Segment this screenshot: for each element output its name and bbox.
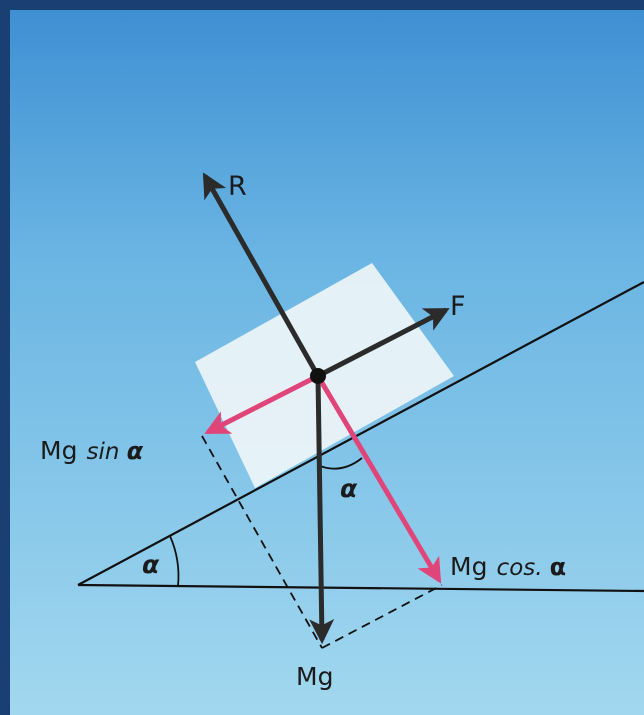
label-mg-sin-var: α	[127, 437, 144, 465]
force-f-arrow	[316, 307, 450, 379]
label-mg-cos: Mg cos. α	[450, 552, 566, 581]
dashed-line-sin	[201, 435, 323, 649]
ground-line	[77, 583, 644, 593]
label-angle-base: α	[142, 550, 160, 579]
label-f: F	[450, 291, 466, 322]
label-mg-cos-func: cos.	[497, 555, 543, 581]
incline-line	[77, 281, 644, 586]
label-mg-cos-main: Mg	[450, 552, 487, 581]
label-mg-cos-var: α	[550, 553, 567, 581]
label-mg-sin: Mg sin α	[40, 436, 144, 465]
force-mg-arrow	[309, 375, 335, 645]
vertical-angle-arc	[319, 457, 363, 470]
force-mg-sin-arrow	[204, 373, 320, 435]
label-angle-top: α	[340, 474, 358, 503]
label-mg-sin-main: Mg	[40, 436, 77, 465]
force-r-arrow	[202, 172, 321, 378]
center-of-mass	[310, 368, 326, 384]
dashed-line-cos	[321, 584, 443, 649]
force-mg-cos-arrow	[315, 374, 442, 584]
label-mg: Mg	[296, 662, 333, 691]
base-angle-arc	[169, 535, 180, 587]
label-r: R	[228, 171, 247, 202]
label-mg-sin-func: sin	[87, 439, 120, 465]
